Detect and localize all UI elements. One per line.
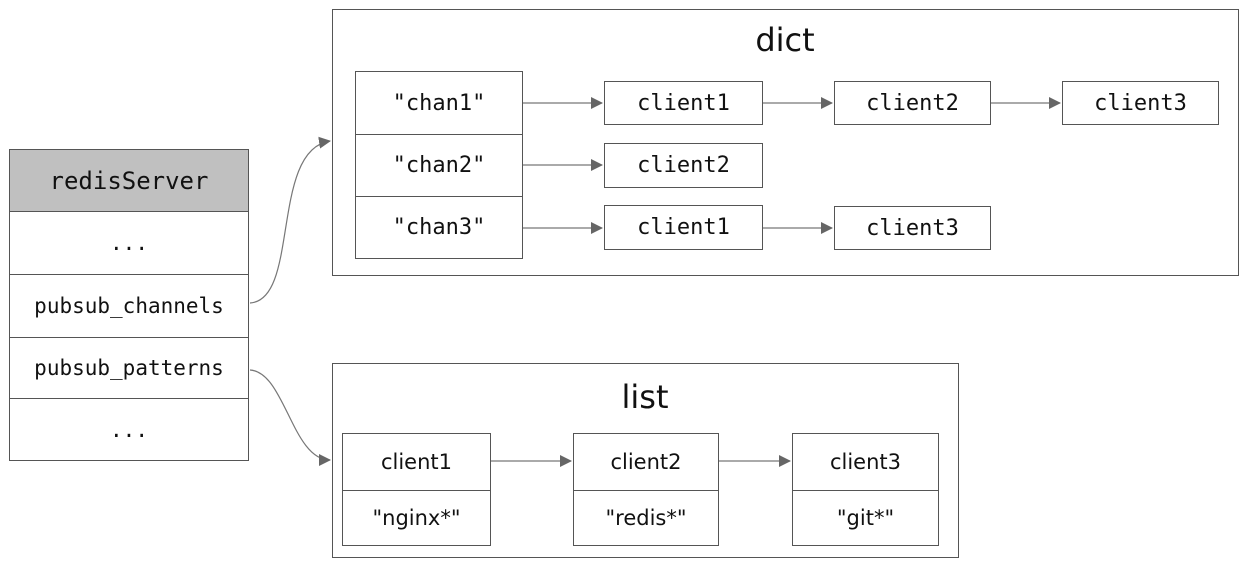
dict-title: dict xyxy=(755,21,815,59)
chan3-client-node: client1 xyxy=(604,205,763,250)
pattern-node-pattern: "nginx*" xyxy=(342,490,491,546)
pattern-node-client: client1 xyxy=(342,433,491,491)
pattern-node-pattern: "redis*" xyxy=(573,490,719,546)
chan1-client-node: client2 xyxy=(834,81,991,125)
chan1-client-node: client3 xyxy=(1062,81,1219,125)
chan2-client-node: client2 xyxy=(604,143,763,188)
dict-key-chan3: "chan3" xyxy=(355,196,523,259)
server-field-ellipsis-bottom: ... xyxy=(110,417,148,442)
pattern-node-pattern: "git*" xyxy=(792,490,939,546)
list-title: list xyxy=(621,378,669,416)
chan1-client-node: client1 xyxy=(604,81,763,125)
chan3-client-node: client3 xyxy=(834,206,991,250)
dict-key-chan1: "chan1" xyxy=(355,71,523,135)
pubsub-channels-to-dict-arrow xyxy=(249,136,331,304)
pubsub-patterns-to-list-arrow xyxy=(249,369,331,466)
redis-server-struct: redisServer ... pubsub_channels pubsub_p… xyxy=(9,149,249,461)
pattern-node-client: client2 xyxy=(573,433,719,491)
server-field-ellipsis-top: ... xyxy=(10,212,248,275)
server-field-pubsub-patterns: pubsub_patterns xyxy=(10,338,248,399)
redis-server-header: redisServer xyxy=(10,150,248,212)
dict-key-chan2: "chan2" xyxy=(355,134,523,197)
pattern-node-client: client3 xyxy=(792,433,939,491)
server-field-pubsub-channels: pubsub_channels xyxy=(10,275,248,338)
